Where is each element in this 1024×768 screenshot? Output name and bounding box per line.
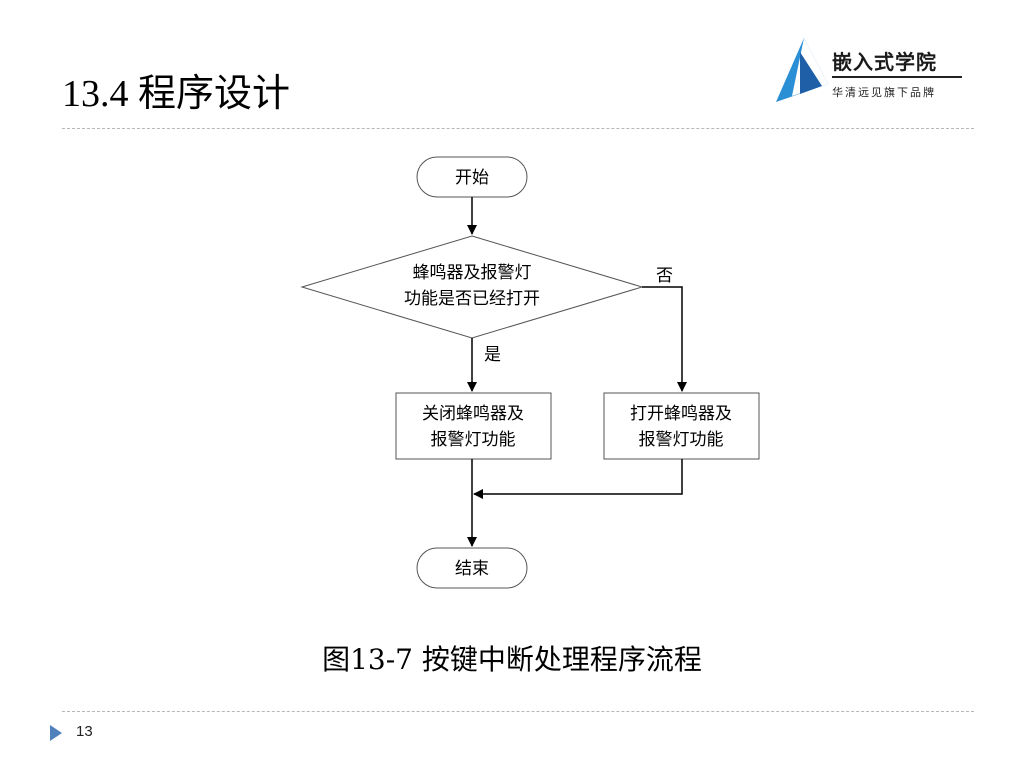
sail-icon xyxy=(776,38,828,102)
arrow-open-to-merge xyxy=(473,459,683,499)
decision-line-1: 蜂鸣器及报警灯 xyxy=(413,263,532,283)
decision-diamond xyxy=(300,235,644,339)
no-label: 否 xyxy=(656,266,673,286)
close-action-box xyxy=(395,392,552,460)
figure-caption: 图13-7 按键中断处理程序流程 xyxy=(322,643,702,676)
end-terminal xyxy=(416,547,528,589)
open-action-line-2: 报警灯功能 xyxy=(639,430,724,450)
end-label: 结束 xyxy=(455,559,489,579)
close-action-line-2: 报警灯功能 xyxy=(431,430,516,450)
flowchart: 开始 蜂鸣器及报警灯 功能是否已经打开 是 否 关闭蜂鸣器及 报警灯功能 打开蜂… xyxy=(300,156,760,589)
logo-divider xyxy=(832,76,962,78)
triangle-right-icon xyxy=(50,725,62,741)
start-label: 开始 xyxy=(455,168,489,188)
decision-line-2: 功能是否已经打开 xyxy=(404,289,540,309)
open-action-line-1: 打开蜂鸣器及 xyxy=(630,404,732,424)
logo-brand-name: 嵌入式学院 xyxy=(832,50,937,74)
slide-title: 13.4 程序设计 xyxy=(62,73,291,115)
title-divider xyxy=(62,128,974,129)
brand-logo: 嵌入式学院 华清远见旗下品牌 xyxy=(770,36,980,106)
close-action-line-1: 关闭蜂鸣器及 xyxy=(422,404,524,424)
open-action-box xyxy=(603,392,760,460)
page-number: 13 xyxy=(76,723,93,740)
logo-slogan: 华清远见旗下品牌 xyxy=(832,86,936,99)
yes-label: 是 xyxy=(484,345,501,365)
footer-divider xyxy=(62,711,974,712)
arrow-decision-to-open xyxy=(642,286,687,392)
